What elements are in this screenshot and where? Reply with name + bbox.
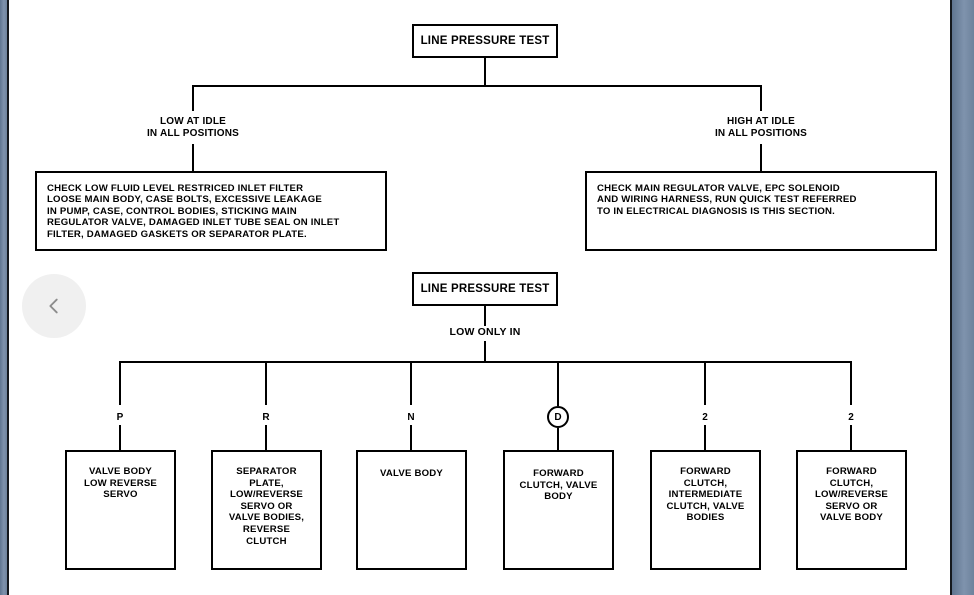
connector-upper-root-stem [484, 58, 486, 86]
lower-condition-label: LOW ONLY IN [449, 326, 521, 338]
lower-root-label: LINE PRESSURE TEST [420, 282, 550, 295]
branch-condition-high-at-idle: HIGH AT IDLE IN ALL POSITIONS [714, 116, 808, 139]
viewer-right-rule [950, 0, 952, 595]
gear-label-r: R [262, 412, 270, 423]
action-box-high-at-idle: CHECK MAIN REGULATOR VALVE, EPC SOLENOID… [585, 171, 937, 251]
viewer-left-band [0, 0, 7, 595]
gear-label-n: N [407, 412, 415, 423]
gear-label-overdrive-d: D [547, 406, 569, 428]
gear-label-second-a: 2 [702, 412, 708, 423]
result-box-neutral: VALVE BODY [356, 450, 467, 570]
action-box-low-at-idle: CHECK LOW FLUID LEVEL RESTRICED INLET FI… [35, 171, 387, 251]
connector-gear-drop-4 [557, 361, 559, 406]
connector-gear-drop-2 [265, 361, 267, 405]
connector-upper-bus [192, 85, 762, 87]
result-box-second-a: FORWARD CLUTCH, INTERMEDIATE CLUTCH, VAL… [650, 450, 761, 570]
lower-root-node: LINE PRESSURE TEST [412, 272, 558, 306]
scanned-page: LINE PRESSURE TEST LOW AT IDLE IN ALL PO… [9, 0, 950, 595]
connector-gear-drop-6 [850, 361, 852, 405]
chevron-left-icon [43, 295, 65, 317]
gear-label-second-b: 2 [848, 412, 854, 423]
connector-lower-root-stem [484, 306, 486, 326]
viewer-right-band [952, 0, 974, 595]
upper-root-label: LINE PRESSURE TEST [420, 34, 550, 47]
branch-condition-low-at-idle: LOW AT IDLE IN ALL POSITIONS [146, 116, 240, 139]
previous-page-button[interactable] [22, 274, 86, 338]
viewer-left-rule [7, 0, 9, 595]
gear-label-overdrive-d-text: D [554, 411, 562, 423]
connector-result-stem-1 [119, 425, 121, 450]
connector-lower-bus [119, 361, 851, 363]
connector-result-stem-5 [704, 425, 706, 450]
result-box-second-b: FORWARD CLUTCH, LOW/REVERSE SERVO OR VAL… [796, 450, 907, 570]
connector-result-stem-6 [850, 425, 852, 450]
result-box-overdrive: FORWARD CLUTCH, VALVE BODY [503, 450, 614, 570]
connector-gear-drop-3 [410, 361, 412, 405]
connector-upper-left-drop [192, 85, 194, 111]
connector-gear-drop-5 [704, 361, 706, 405]
result-box-park: VALVE BODY LOW REVERSE SERVO [65, 450, 176, 570]
gear-label-p: P [116, 412, 124, 423]
connector-right-condition-stem [760, 144, 762, 172]
connector-result-stem-4 [557, 428, 559, 450]
connector-result-stem-2 [265, 425, 267, 450]
result-box-reverse: SEPARATOR PLATE, LOW/REVERSE SERVO OR VA… [211, 450, 322, 570]
connector-lower-condition-stem [484, 341, 486, 362]
connector-left-condition-stem [192, 144, 194, 172]
connector-upper-right-drop [760, 85, 762, 111]
upper-root-node: LINE PRESSURE TEST [412, 24, 558, 58]
connector-result-stem-3 [410, 425, 412, 450]
connector-gear-drop-1 [119, 361, 121, 405]
